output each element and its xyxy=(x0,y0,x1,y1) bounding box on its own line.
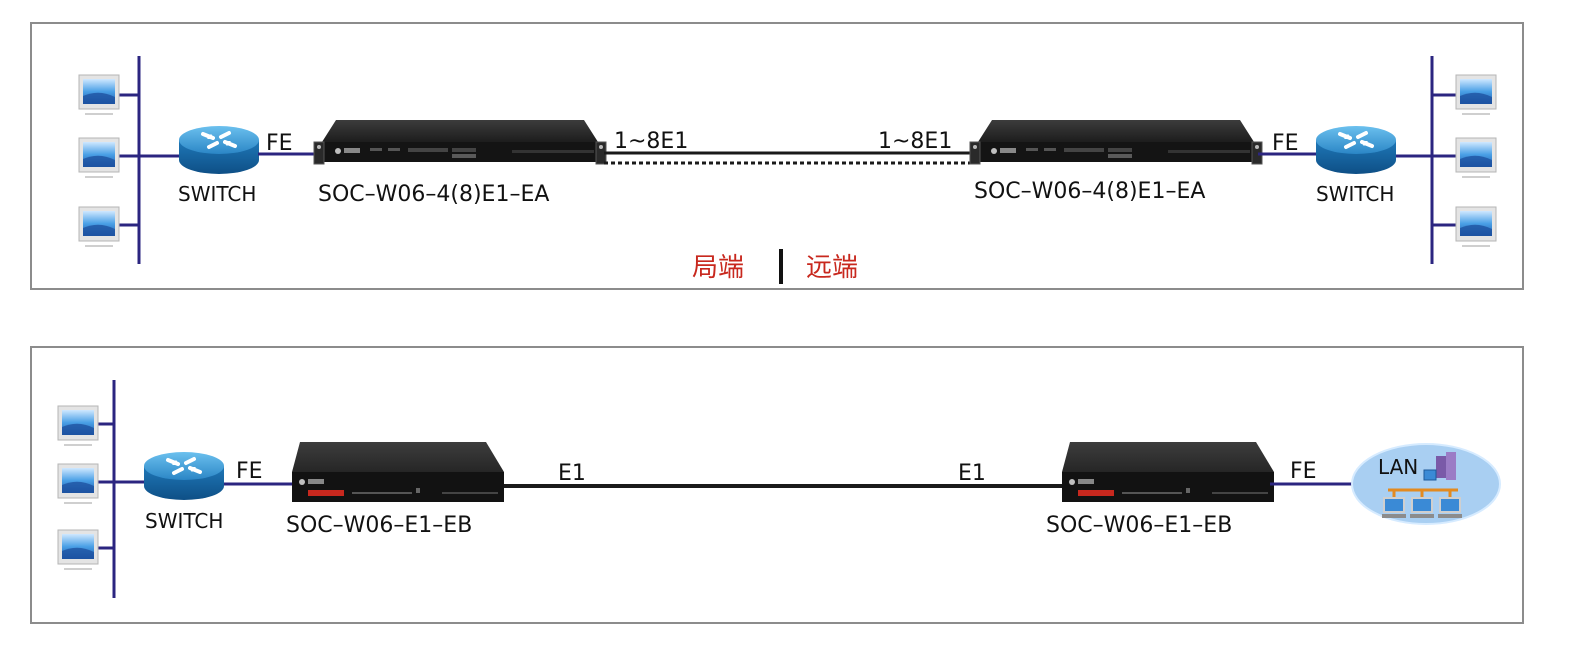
switch-label: SWITCH xyxy=(145,509,223,533)
pc-monitor-icon xyxy=(78,137,120,179)
legend-divider xyxy=(779,249,783,284)
lan-label: LAN xyxy=(1378,455,1418,479)
fe-link-label: FE xyxy=(236,459,263,484)
top-panel: SWITCH FE SOC–W06–4(8)E1–EA 1~8E1 1~8E1 … xyxy=(30,22,1524,290)
converter-model-label: SOC–W06–E1–EB xyxy=(1046,513,1232,538)
switch-router-icon xyxy=(177,124,261,176)
pc-monitor-icon xyxy=(1455,206,1497,248)
desktop-converter-icon xyxy=(292,442,504,502)
top-panel-frame xyxy=(30,22,1524,290)
e1-port-label: E1 xyxy=(958,461,986,486)
fe-link-label: FE xyxy=(1290,459,1317,484)
switch-label: SWITCH xyxy=(178,182,256,206)
e1-port-label: E1 xyxy=(558,461,586,486)
e1-port-label: 1~8E1 xyxy=(878,129,952,154)
pc-monitor-icon xyxy=(57,529,99,571)
pc-monitor-icon xyxy=(78,206,120,248)
fe-link-label: FE xyxy=(266,131,293,156)
rack-converter-icon xyxy=(969,119,1263,165)
converter-model-label: SOC–W06–4(8)E1–EA xyxy=(318,182,549,207)
remote-end-label: 远端 xyxy=(806,253,858,283)
lan-cloud-icon xyxy=(1351,443,1501,525)
pc-monitor-icon xyxy=(78,74,120,116)
pc-monitor-icon xyxy=(1455,74,1497,116)
pc-monitor-icon xyxy=(1455,137,1497,179)
desktop-converter-icon xyxy=(1062,442,1274,502)
rack-converter-icon xyxy=(313,119,607,165)
pc-monitor-icon xyxy=(57,405,99,447)
local-end-label: 局端 xyxy=(692,253,744,283)
bottom-panel: SWITCH FE SOC–W06–E1–EB E1 E1 SOC–W06–E1… xyxy=(30,346,1524,624)
switch-label: SWITCH xyxy=(1316,182,1394,206)
converter-model-label: SOC–W06–E1–EB xyxy=(286,513,472,538)
e1-port-label: 1~8E1 xyxy=(614,129,688,154)
switch-router-icon xyxy=(1314,124,1398,176)
switch-router-icon xyxy=(142,450,226,502)
pc-monitor-icon xyxy=(57,463,99,505)
fe-link-label: FE xyxy=(1272,131,1299,156)
converter-model-label: SOC–W06–4(8)E1–EA xyxy=(974,179,1205,204)
